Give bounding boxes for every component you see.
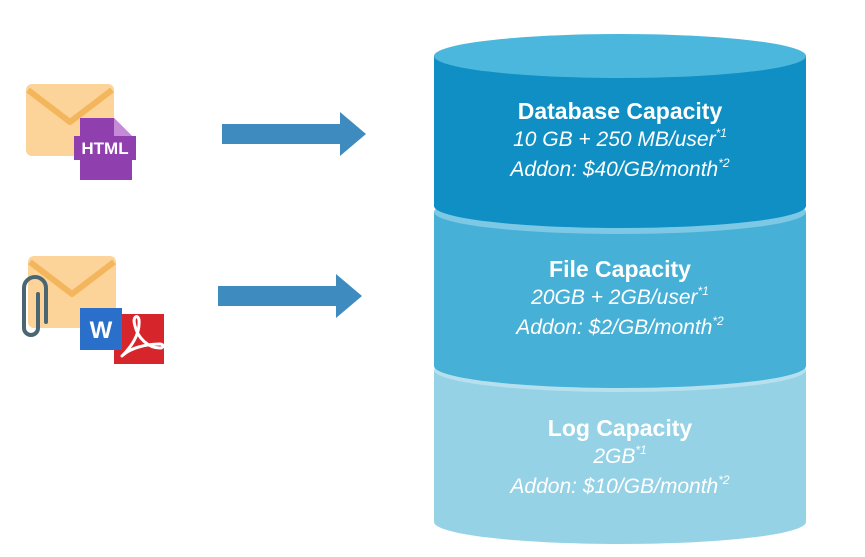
tier-addon-price: Addon: $10/GB/month*2 xyxy=(510,473,730,498)
word-badge-label: W xyxy=(90,317,113,344)
tier-title: File Capacity xyxy=(549,256,691,282)
tier-allowance: 10 GB + 250 MB/user*1 xyxy=(513,126,727,151)
email-html-icon: HTML xyxy=(26,84,136,180)
file-capacity-text: File Capacity 20GB + 2GB/user*1 Addon: $… xyxy=(434,255,806,343)
tier-allowance: 2GB*1 xyxy=(593,443,647,468)
arrow-right-icon xyxy=(218,274,362,318)
log-capacity-text: Log Capacity 2GB*1 Addon: $10/GB/month*2 xyxy=(434,414,806,502)
pdf-icon xyxy=(114,314,165,364)
tier-title: Log Capacity xyxy=(547,415,693,441)
tier-allowance: 20GB + 2GB/user*1 xyxy=(531,284,709,309)
email-attachment-icon: W xyxy=(22,256,165,364)
database-capacity-text: Database Capacity 10 GB + 250 MB/user*1 … xyxy=(434,97,806,185)
tier-addon-price: Addon: $2/GB/month*2 xyxy=(516,314,724,339)
word-icon: W xyxy=(80,308,122,350)
arrow-right-icon xyxy=(222,112,366,156)
html-badge-label: HTML xyxy=(81,139,128,158)
paperclip-icon xyxy=(22,275,48,337)
tier-addon-price: Addon: $40/GB/month*2 xyxy=(510,156,730,181)
tier-title: Database Capacity xyxy=(517,98,723,124)
database-capacity-tier xyxy=(434,34,806,228)
